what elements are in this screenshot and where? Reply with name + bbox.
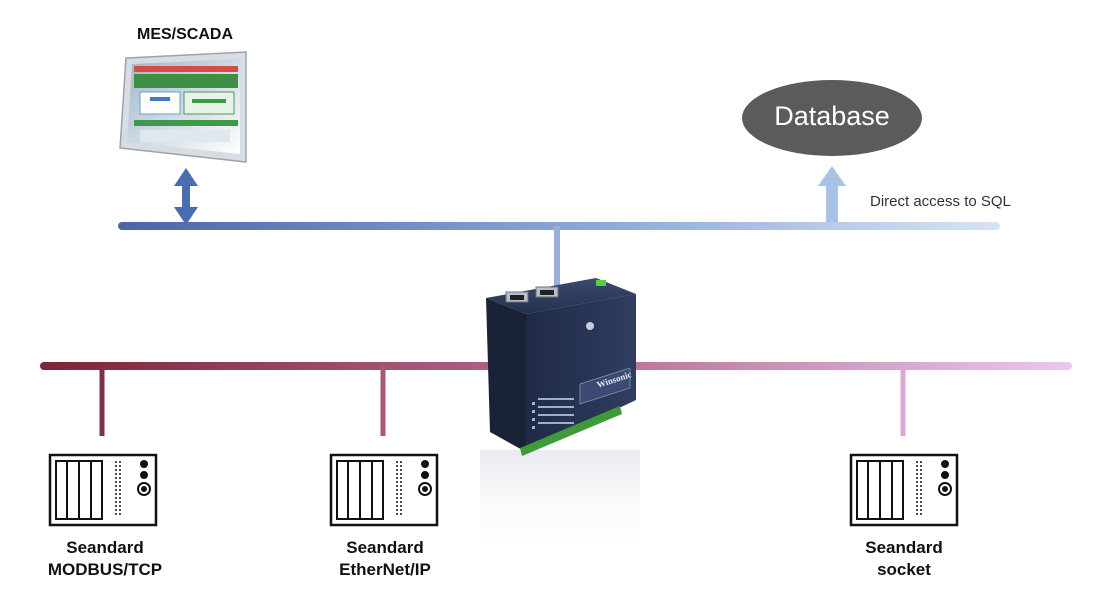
device-label-line2: EtherNet/IP bbox=[339, 560, 431, 579]
device-label-line1: Seandard bbox=[346, 538, 424, 557]
database-up-arrow-icon bbox=[818, 166, 846, 222]
sql-access-note: Direct access to SQL bbox=[870, 193, 1011, 210]
plc-device-icon-1 bbox=[48, 453, 158, 527]
plc-device-icon-3 bbox=[849, 453, 959, 527]
device-label-line2: MODBUS/TCP bbox=[47, 560, 163, 579]
device-label-line1: Seandard bbox=[66, 538, 144, 557]
database-label: Database bbox=[774, 101, 890, 131]
mes-scada-title: MES/SCADA bbox=[136, 26, 233, 43]
gateway-device-icon bbox=[486, 278, 636, 456]
plc-device-icon-2 bbox=[329, 453, 439, 527]
device-label-socket: Seandard socket bbox=[824, 537, 984, 581]
device-label-ethernetip: Seandard EtherNet/IP bbox=[305, 537, 465, 581]
device-label-modbus: Seandard MODBUS/TCP bbox=[25, 537, 185, 581]
mes-scada-monitor-icon bbox=[119, 51, 247, 163]
device-label-line1: Seandard bbox=[865, 538, 943, 557]
device-label-line2: socket bbox=[877, 560, 931, 579]
bidirectional-arrow-icon bbox=[174, 168, 198, 225]
database-ellipse bbox=[742, 80, 922, 156]
